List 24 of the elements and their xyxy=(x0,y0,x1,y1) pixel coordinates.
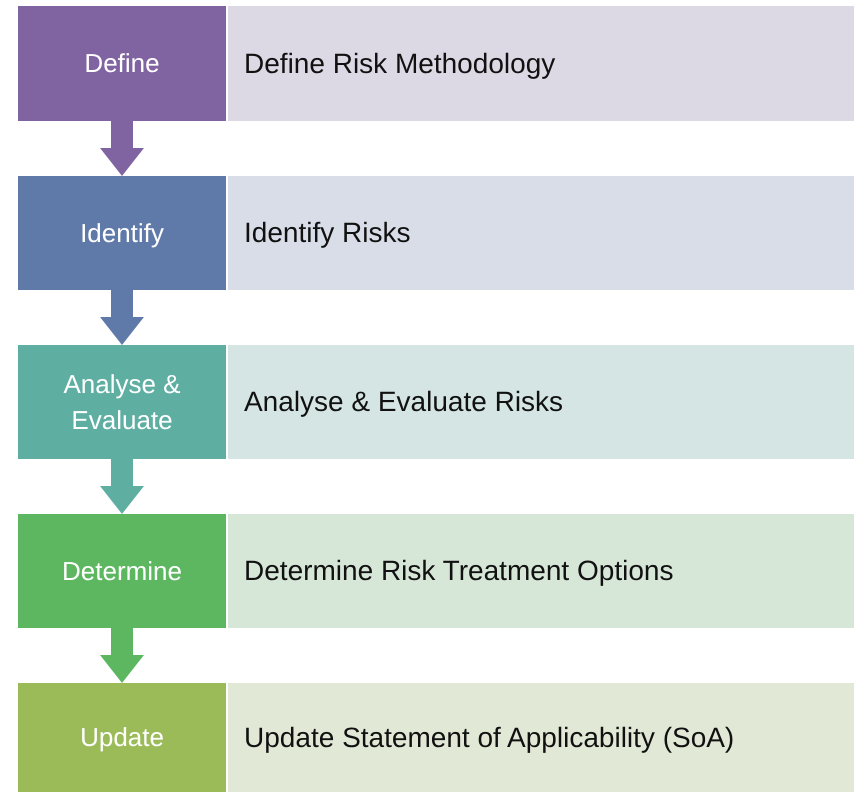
arrow xyxy=(100,459,144,514)
step-label: Identify xyxy=(80,216,164,250)
step-box xyxy=(18,6,226,121)
step-box xyxy=(18,514,226,628)
step-description: Identify Risks xyxy=(244,217,410,249)
description-box xyxy=(226,176,854,290)
step-description: Define Risk Methodology xyxy=(244,48,556,80)
step-box xyxy=(18,683,226,792)
step-label: Analyse & Evaluate xyxy=(62,368,182,437)
description-box xyxy=(226,514,854,628)
step-box xyxy=(18,176,226,290)
step-description: Determine Risk Treatment Options xyxy=(244,555,674,587)
step-label: Define xyxy=(84,47,160,80)
step-label: Determine xyxy=(62,554,182,588)
step-label: Update xyxy=(80,721,164,754)
description-box xyxy=(226,6,854,121)
arrow xyxy=(100,290,144,345)
step-description: Analyse & Evaluate Risks xyxy=(244,386,564,418)
arrow xyxy=(100,628,144,683)
description-box xyxy=(226,345,854,459)
step-description: Update Statement of Applicability (SoA) xyxy=(244,722,734,754)
step-box xyxy=(18,345,226,459)
description-box xyxy=(226,683,854,792)
arrow xyxy=(100,121,144,176)
